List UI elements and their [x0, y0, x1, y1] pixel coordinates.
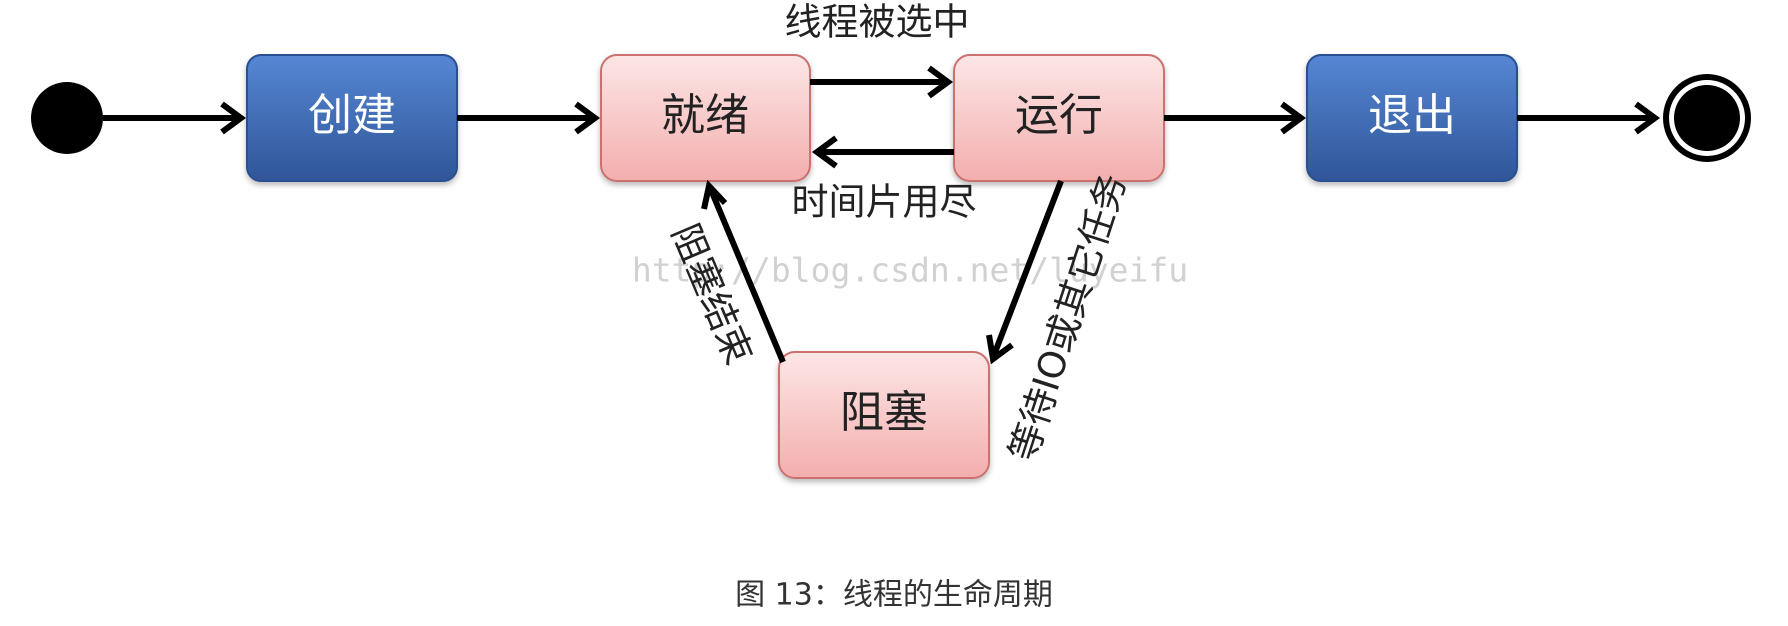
state-ready: 就绪	[600, 54, 811, 182]
label-block-end: 阻塞结束	[663, 218, 760, 371]
start-node-icon	[31, 82, 103, 154]
arrow-create-to-ready	[457, 101, 601, 135]
label-wait-io: 等待IO或其它任务	[1001, 169, 1134, 467]
state-blocked-label: 阻塞	[840, 387, 928, 438]
arrow-running-to-exit	[1164, 101, 1307, 135]
arrow-blocked-to-ready	[701, 179, 786, 364]
state-running: 运行	[953, 54, 1165, 182]
state-exit: 退出	[1306, 54, 1518, 182]
state-create-label: 创建	[308, 90, 396, 141]
arrow-running-to-blocked	[986, 179, 1064, 365]
state-create: 创建	[246, 54, 458, 182]
arrow-ready-to-running	[810, 65, 954, 99]
exit-node-icon	[1663, 74, 1751, 162]
label-thread-selected: 线程被选中	[785, 1, 970, 44]
arrow-running-to-ready	[811, 135, 954, 169]
state-running-label: 运行	[1015, 90, 1103, 141]
state-exit-label: 退出	[1368, 90, 1456, 141]
arrow-start-to-create	[103, 101, 247, 135]
arrow-exit-to-end	[1517, 101, 1661, 135]
state-ready-label: 就绪	[661, 90, 749, 141]
state-blocked: 阻塞	[778, 351, 990, 479]
watermark-text: http://blog.csdn.net/luyeifu	[632, 251, 1188, 290]
label-timeslice-exhausted: 时间片用尽	[792, 181, 977, 224]
figure-caption: 图 13：线程的生命周期	[735, 578, 1053, 613]
